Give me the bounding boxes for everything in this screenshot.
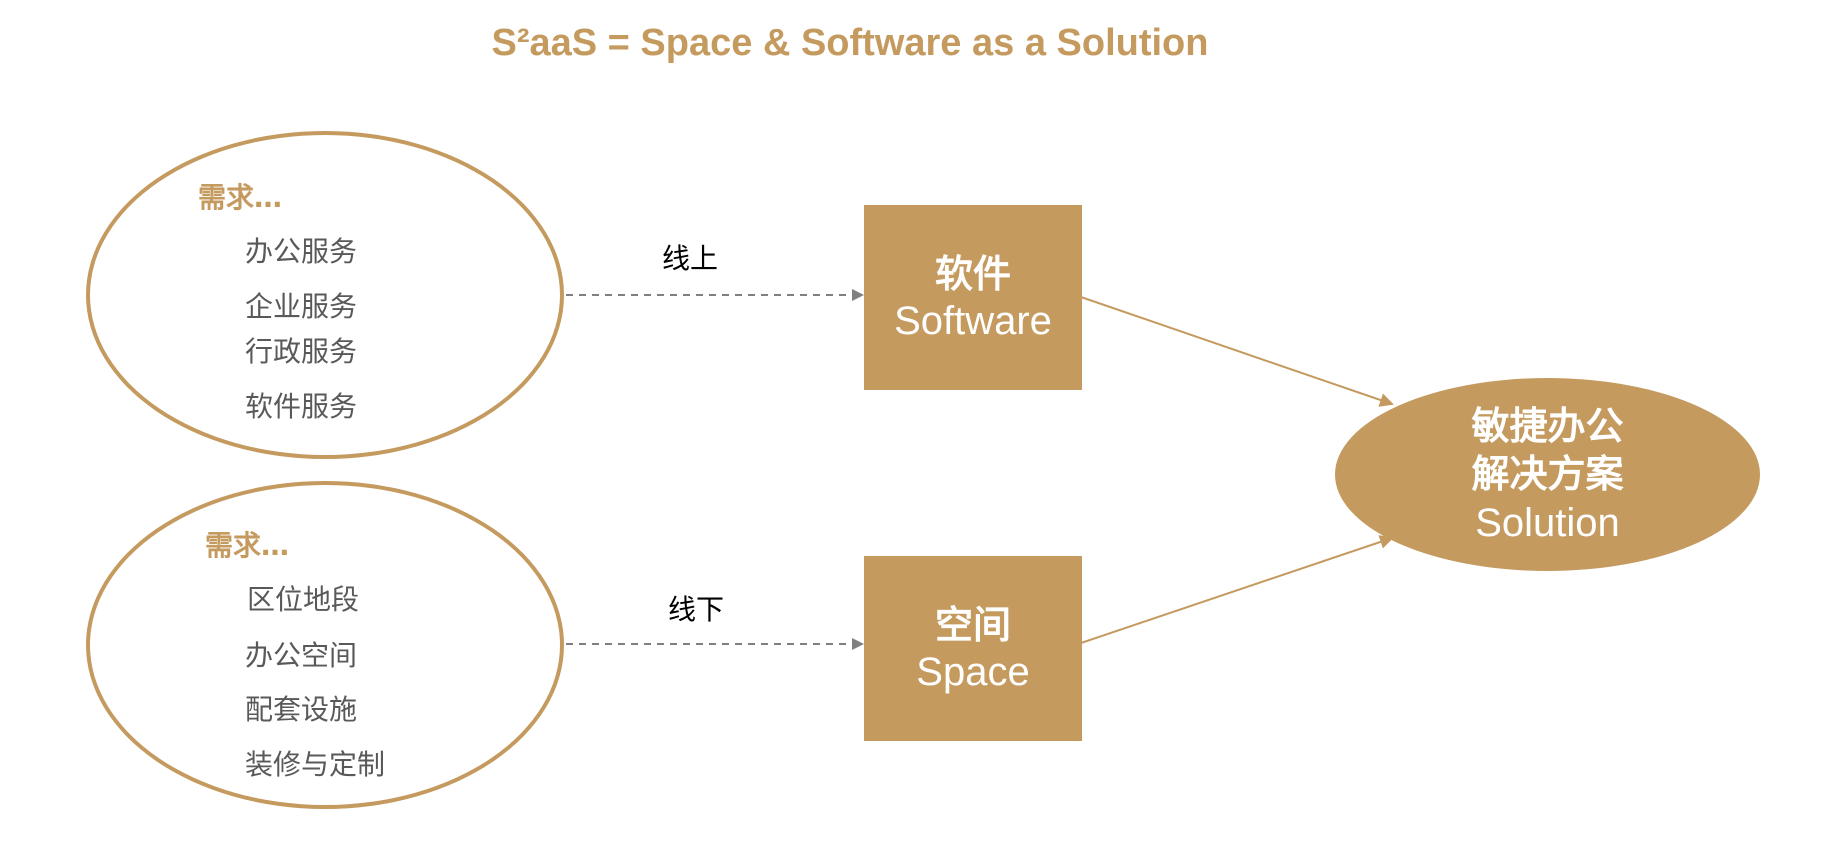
online-edge-label: 线上: [662, 242, 719, 275]
software-to-solution-arrow: [1077, 295, 1394, 407]
solution-ellipse: 敏捷办公 解决方案 Solution: [1335, 378, 1760, 571]
online-needs-heading: 需求…: [198, 181, 283, 214]
need-item: 配套设施: [245, 693, 358, 726]
need-item: 企业服务: [245, 290, 358, 323]
space-box: 空间 Space: [864, 556, 1082, 741]
need-item: 装修与定制: [245, 748, 386, 781]
space-to-solution-arrow: [1077, 535, 1394, 645]
need-item: 软件服务: [245, 390, 358, 423]
solution-label-line2: 解决方案: [1471, 451, 1624, 496]
offline-edge-label: 线下: [668, 593, 725, 626]
solution-label-line1: 敏捷办公: [1471, 403, 1624, 448]
offline-needs-ellipse: [86, 481, 564, 809]
software-box: 软件 Software: [864, 205, 1082, 390]
software-box-en-label: Software: [894, 298, 1052, 343]
need-item: 办公空间: [245, 639, 358, 672]
online-needs-ellipse: [86, 131, 564, 459]
offline-needs-heading: 需求…: [205, 529, 290, 562]
need-item: 行政服务: [245, 335, 358, 368]
need-item: 区位地段: [247, 583, 360, 616]
page-title: S²aaS = Space & Software as a Solution: [491, 22, 1209, 64]
space-box-en-label: Space: [916, 649, 1030, 694]
need-item: 办公服务: [245, 235, 358, 268]
solution-label-en: Solution: [1475, 500, 1620, 545]
software-box-zh-label: 软件: [934, 251, 1011, 296]
space-box-zh-label: 空间: [934, 602, 1011, 647]
